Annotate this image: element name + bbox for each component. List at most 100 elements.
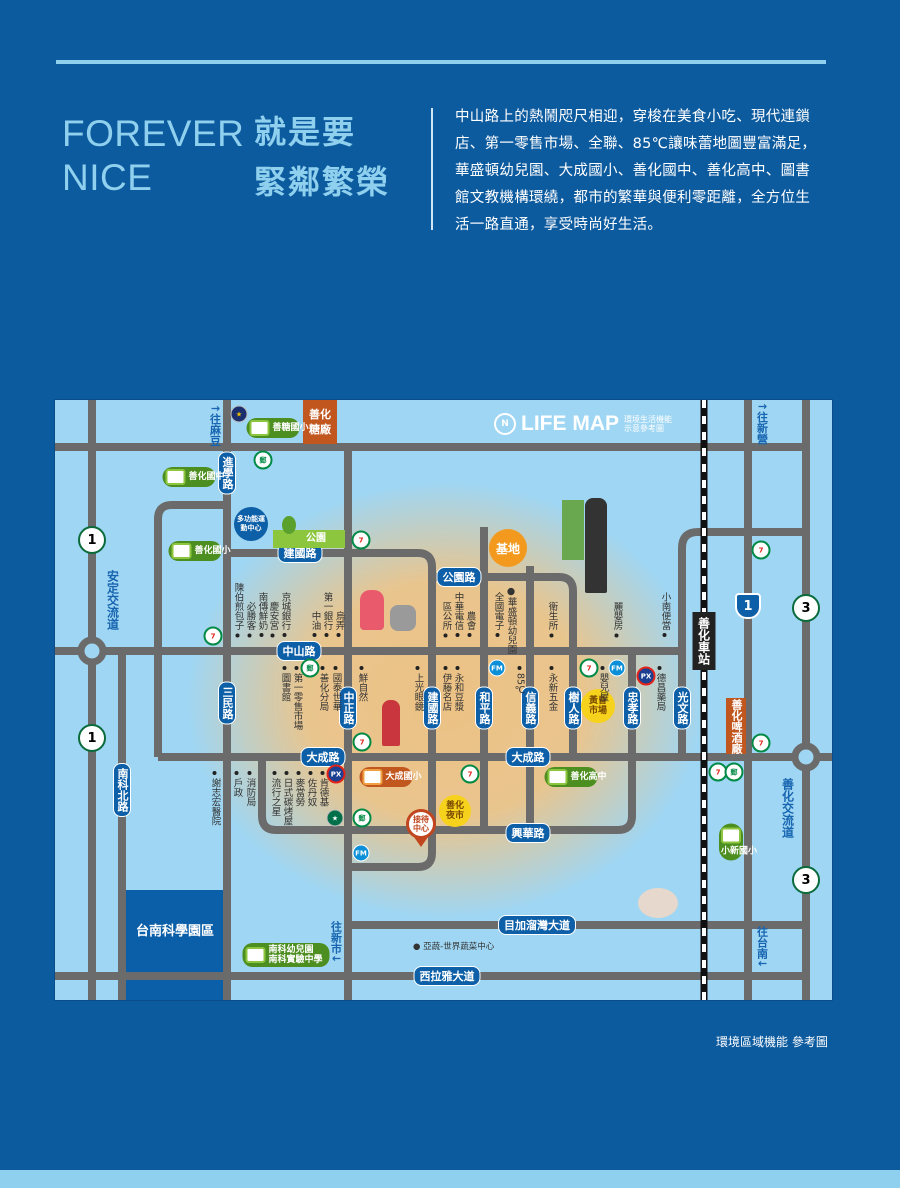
school-name: 大成國小 — [385, 772, 422, 782]
poi-label: 善化分局 — [318, 663, 329, 711]
title-en-line: FOREVER — [62, 113, 245, 154]
book-icon — [547, 769, 568, 785]
road-label: 三民路 — [218, 681, 236, 725]
title-en-line: NICE — [62, 157, 153, 198]
map-title: N LIFE MAP 環境生活機能 示意參考圖 — [494, 412, 672, 436]
avrdc-label: ● 亞蔬-世界蔬菜中心 — [413, 942, 495, 952]
seven-eleven-icon: 7 — [579, 658, 599, 678]
reception-pin[interactable]: 接待中心 — [406, 809, 436, 847]
family-illustration — [562, 500, 584, 560]
poi-label: 謝志宏醫院 — [210, 768, 221, 826]
poi-label: 中華電信 — [453, 592, 464, 640]
poi-label: 麥當勞 — [294, 768, 305, 807]
poi-label: 麗嬰房 — [612, 602, 623, 641]
book-icon — [721, 827, 741, 844]
national-highway-shield: 1 — [735, 593, 761, 619]
poi-label: 圖書館 — [280, 663, 291, 702]
map-title-text: LIFE MAP — [521, 412, 619, 435]
book-icon — [165, 469, 186, 485]
father-child-dog-illustration — [382, 700, 400, 746]
direction-text: 往台南 — [755, 925, 769, 959]
poi-label: 鮮自然 — [357, 663, 368, 702]
book-icon — [171, 543, 192, 559]
poi-label: 烏弄 — [334, 611, 345, 640]
road-label: 南科北路 — [113, 763, 131, 817]
bottom-bar — [0, 1170, 900, 1188]
book-icon — [362, 769, 383, 785]
sugar-factory-label: 善化糖廠 — [303, 400, 337, 444]
arrow-down-icon: ↓ — [329, 953, 343, 964]
subtitle-line: 環境生活機能 — [624, 415, 672, 424]
poi-label: 佐丹奴 — [306, 768, 317, 807]
road-label: 樹人路 — [564, 686, 582, 730]
school-badge: 善化高中 — [544, 767, 607, 787]
school-name: 善化國小 — [194, 546, 231, 556]
landmark-text: 善化糖廠 — [309, 408, 331, 436]
provincial-highway-shield: 3 — [792, 594, 820, 622]
poi-label: 第一銀行 — [322, 592, 333, 640]
road-label: 建國路 — [423, 686, 441, 730]
poi-label: 國泰世華 — [331, 663, 342, 711]
poi-label: 嬰兒屋 — [598, 663, 609, 702]
school-name: 善化高中 — [570, 772, 607, 782]
post-office-icon: 郵 — [300, 658, 320, 678]
provincial-highway-shield: 3 — [792, 866, 820, 894]
book-icon — [245, 947, 266, 963]
poi-label: 肯德基 — [318, 768, 329, 807]
road-label: 興華路 — [505, 823, 551, 843]
school-badge: 大成國小 — [359, 767, 422, 787]
school-name: 南科幼兒園 — [268, 945, 314, 955]
intro-paragraph: 中山路上的熱鬧咫尺相迎，穿梭在美食小吃、現代連鎖 店、第一零售市場、全聯、85℃… — [455, 104, 835, 239]
family-illustration — [585, 498, 607, 593]
school-name: 善化國中 — [188, 472, 225, 482]
poi-label: 消防局 — [245, 768, 256, 807]
school-badge: 善化國小 — [168, 541, 231, 561]
reception-label: 接待中心 — [406, 809, 436, 839]
couple-stroller-illustration — [360, 590, 384, 630]
post-office-icon: 郵 — [724, 762, 744, 782]
seven-eleven-icon: 7 — [352, 732, 372, 752]
poi-label: 京城銀行 — [280, 592, 291, 640]
poi-label: 中油 — [310, 611, 321, 640]
school-name: 善糖國小 — [272, 423, 309, 433]
book-icon — [249, 420, 270, 436]
road-label: 大成路 — [505, 747, 551, 767]
interchange-label: 安定交流道 — [105, 570, 120, 630]
tree-icon — [282, 516, 296, 534]
poi-label: 陳伯煎包子 — [233, 583, 244, 641]
arrow-up-icon: ↑ — [208, 403, 222, 414]
science-park-label: 台南科學園區 — [135, 924, 214, 939]
road-label: 進學路 — [218, 451, 236, 495]
poi-label: 85℃ — [515, 663, 526, 696]
vertical-divider — [431, 108, 433, 230]
school-name: 小新國小 — [721, 846, 758, 857]
paragraph-line: 館文教機構環繞，都市的繁華與便利零距離，全方位生 — [455, 190, 811, 206]
school-badge: 善化國中 — [162, 467, 225, 487]
paragraph-line: 華盛頓幼兒園、大成國小、善化國中、善化高中、圖書 — [455, 163, 811, 179]
station-label: 善化車站 — [692, 612, 716, 670]
poi-label: 南傳鮮奶 — [257, 592, 268, 640]
poi-label: ●華盛頓幼兒園 — [506, 586, 517, 654]
site-marker[interactable]: 基地 — [489, 529, 527, 567]
school-name: 南科實驗中學 — [268, 955, 323, 965]
poi-label: 全國電子 — [493, 592, 504, 640]
road-label: 目加溜灣大道 — [498, 915, 576, 935]
poi-label: 戶政 — [232, 768, 243, 797]
school-badge: 小新國小 — [719, 823, 758, 861]
poi-label: 必勝客 — [245, 602, 256, 641]
road — [678, 528, 806, 757]
road-label: 信義路 — [521, 686, 539, 730]
familymart-icon: FM — [488, 659, 506, 677]
road-label: 大成路 — [300, 747, 346, 767]
title-zh-line: 就是要 — [254, 113, 357, 151]
seven-eleven-icon: 7 — [460, 764, 480, 784]
paragraph-line: 店、第一零售市場、全聯、85℃讓味蕾地圖豐富滿足， — [455, 136, 817, 152]
seven-eleven-icon: 7 — [751, 733, 771, 753]
title-zh-line: 緊鄰繁榮 — [254, 163, 391, 201]
starbucks-icon: ★ — [326, 809, 344, 827]
title-chinese: 就是要 緊鄰繁榮 — [254, 107, 390, 207]
map-caption: 環境區域機能 參考圖 — [716, 1035, 828, 1049]
direction-text: 往新營 — [755, 411, 769, 445]
direction-text: 往新市 — [329, 920, 343, 954]
paragraph-line: 中山路上的熱鬧咫尺相迎，穿梭在美食小吃、現代連鎖 — [455, 109, 811, 125]
